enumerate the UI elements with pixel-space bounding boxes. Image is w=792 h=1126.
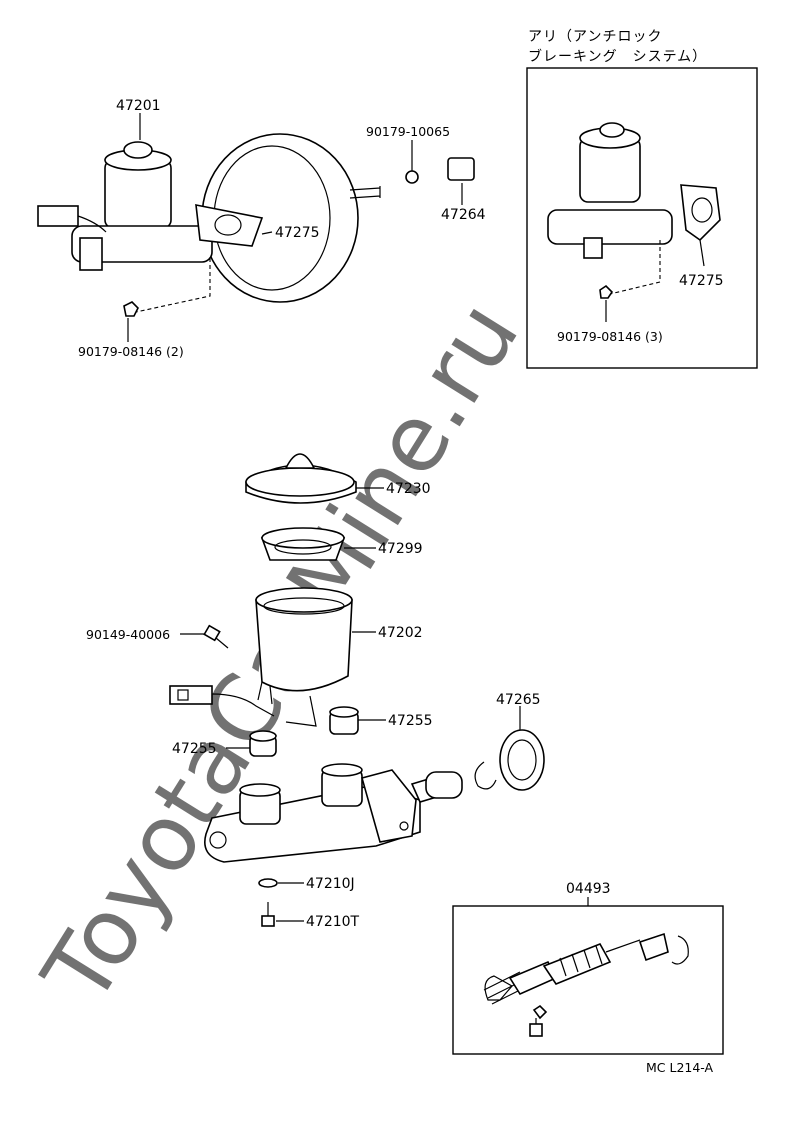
label-90179-08146-2: 90179-08146 (2) bbox=[78, 344, 184, 359]
inset-title-line2: ブレーキング システム） bbox=[528, 48, 707, 65]
label-04493: 04493 bbox=[566, 881, 611, 897]
label-90179-08146-3: 90179-08146 (3) bbox=[557, 329, 663, 344]
piston-cup-47265 bbox=[499, 729, 545, 791]
grommet-right bbox=[329, 706, 359, 735]
label-47210T: 47210T bbox=[306, 914, 360, 930]
brake-booster-assembly bbox=[37, 133, 381, 317]
label-47275-inset: 47275 bbox=[679, 273, 724, 289]
label-47299: 47299 bbox=[378, 541, 423, 557]
label-47255-left: 47255 bbox=[172, 741, 217, 757]
master-cylinder-body bbox=[204, 763, 463, 863]
label-90149-40006: 90149-40006 bbox=[86, 627, 170, 642]
snap-ring bbox=[474, 761, 497, 790]
label-47201: 47201 bbox=[116, 98, 161, 114]
label-47202: 47202 bbox=[378, 625, 423, 641]
label-47275-top: 47275 bbox=[275, 225, 320, 241]
piston-kit-assembly bbox=[483, 932, 689, 1037]
label-90179-10065: 90179-10065 bbox=[366, 124, 450, 139]
label-47265: 47265 bbox=[496, 692, 541, 708]
bolt-47210T bbox=[261, 902, 275, 927]
reservoir-body bbox=[255, 587, 353, 727]
label-47264: 47264 bbox=[441, 207, 486, 223]
label-47255-right: 47255 bbox=[388, 713, 433, 729]
gasket-47210J bbox=[258, 878, 278, 888]
level-warning-connector bbox=[169, 685, 275, 717]
figure-code: MC L214-A bbox=[646, 1060, 714, 1075]
inset-frame bbox=[526, 67, 758, 369]
reservoir-cap bbox=[245, 453, 357, 504]
inset-title-line1: アリ（アンチロック bbox=[528, 29, 662, 45]
reservoir-screw bbox=[203, 624, 229, 649]
abs-master-cylinder bbox=[547, 122, 721, 322]
grommet-left bbox=[249, 730, 277, 757]
label-47230: 47230 bbox=[386, 481, 431, 497]
label-47210J: 47210J bbox=[306, 876, 355, 892]
repair-kit-frame bbox=[452, 905, 724, 1055]
reservoir-strainer bbox=[260, 527, 346, 561]
